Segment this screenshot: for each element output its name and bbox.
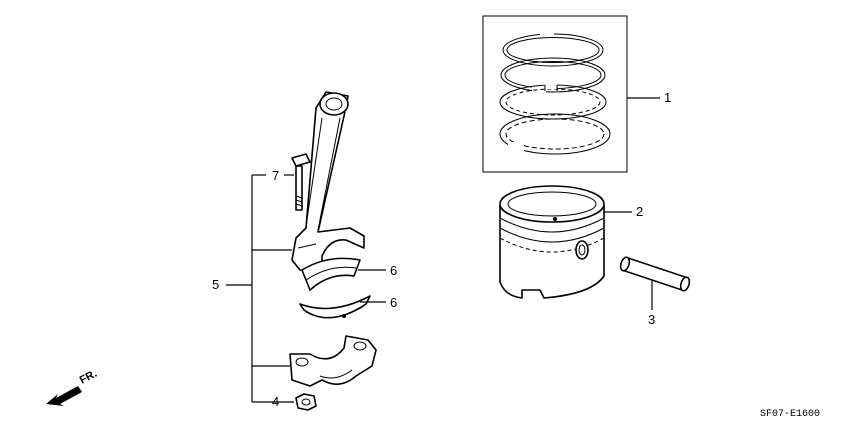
callout-3: 3: [648, 312, 655, 327]
callout-1: 1: [664, 90, 671, 105]
piston-ring-set: [482, 15, 628, 173]
callout-6b: 6: [390, 295, 397, 310]
callout-6a: 6: [390, 263, 397, 278]
callout-2: 2: [636, 204, 643, 219]
ring-set-frame: [482, 15, 628, 173]
connecting-rod: [291, 91, 365, 273]
piston: [499, 185, 605, 299]
callout-7: 7: [272, 168, 279, 183]
diagram-code: SF07-E1600: [760, 409, 820, 420]
callout-4: 4: [272, 394, 279, 409]
callout-5: 5: [212, 277, 219, 292]
rod-cap: [289, 335, 377, 387]
bearing-lower: [299, 295, 371, 319]
oil-ring-expander: [499, 82, 607, 120]
compression-ring-top: [502, 32, 604, 67]
connecting-rod-bolt: [291, 153, 311, 211]
piston-pin: [619, 256, 691, 292]
front-arrow-icon: FR.: [46, 368, 99, 406]
connecting-rod-nut: [295, 393, 317, 411]
oil-ring-side-rail: [499, 113, 611, 155]
front-indicator: FR.: [78, 368, 99, 387]
assembly-bracket: [226, 174, 292, 402]
bearing-upper: [301, 257, 361, 291]
